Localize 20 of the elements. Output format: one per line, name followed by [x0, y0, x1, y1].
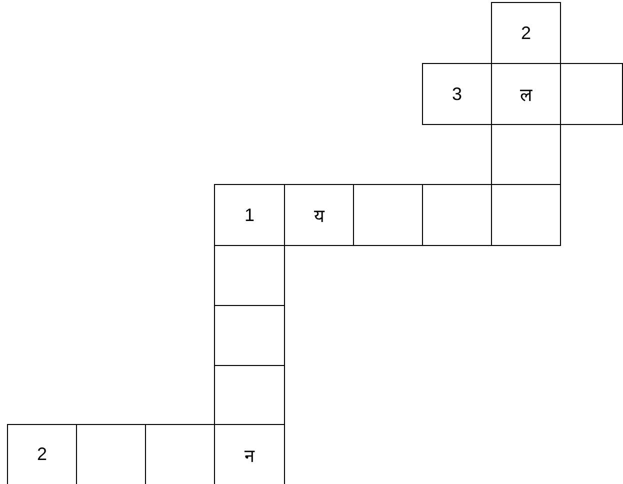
crossword-cell — [491, 2, 561, 64]
grid-cell — [214, 365, 285, 425]
grid-cell — [214, 305, 285, 366]
clue-number: 2 — [520, 22, 531, 44]
letter: ल — [520, 84, 532, 106]
grid-cell — [491, 184, 561, 246]
letter: य — [314, 205, 324, 227]
crossword-cell — [422, 63, 492, 125]
letter: न — [244, 444, 254, 466]
grid-cell — [214, 245, 285, 306]
grid-cell — [560, 63, 623, 125]
grid-cell — [353, 184, 423, 246]
crossword-cell — [7, 424, 77, 484]
grid-cell — [491, 124, 561, 185]
crossword-cell — [214, 184, 285, 246]
clue-number: 3 — [452, 84, 462, 104]
grid-cell — [422, 184, 492, 246]
clue-number: 1 — [244, 204, 254, 226]
crossword-cell — [284, 184, 354, 246]
clue-number: 2 — [36, 444, 47, 465]
